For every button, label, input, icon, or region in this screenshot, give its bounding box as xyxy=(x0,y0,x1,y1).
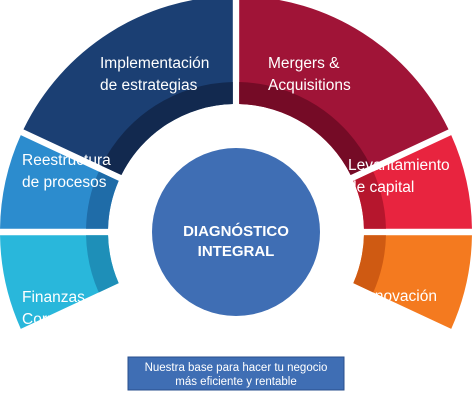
segment-innovacion xyxy=(353,235,472,329)
center-title-line2: INTEGRAL xyxy=(198,243,275,260)
segments-layer xyxy=(0,0,472,329)
segment-mergers xyxy=(239,0,449,176)
tagline-box: Nuestra base para hacer tu negocio más e… xyxy=(127,356,345,391)
segment-reestructura-label-line2: de procesos xyxy=(22,174,107,191)
segment-levantamiento xyxy=(353,135,472,229)
segment-innovacion-inner-band xyxy=(353,235,386,293)
segment-finanzas-label-line1: Finanzas xyxy=(22,289,85,306)
segment-finanzas-inner-band xyxy=(86,235,119,293)
segment-mergers-label-line2: Acquisitions xyxy=(268,77,351,94)
tagline-background xyxy=(127,356,345,391)
segment-innovacion-label-line1: Innovación xyxy=(362,288,437,305)
tagline-line1: Nuestra base para hacer tu negocio xyxy=(145,362,328,374)
segment-levantamiento-inner-band xyxy=(353,171,386,229)
segment-implementacion-outer xyxy=(23,0,233,176)
segment-finanzas-label-line2: Corporativas xyxy=(22,311,110,328)
segment-implementacion-label-line2: de estrategias xyxy=(100,77,198,94)
center-circle: DIAGNÓSTICO INTEGRAL xyxy=(152,148,320,316)
segment-reestructura xyxy=(0,135,119,229)
segment-mergers-inner-band xyxy=(239,82,371,176)
segment-implementacion-label-line1: Implementación xyxy=(100,55,209,72)
segment-implementacion xyxy=(23,0,233,176)
segment-finanzas xyxy=(0,235,119,329)
segment-levantamiento-label-line1: Levantamiento xyxy=(348,157,450,174)
segment-reestructura-label-line1: Reestructura xyxy=(22,152,111,169)
tagline-line2: más eficiente y rentable xyxy=(175,376,296,388)
center-disc xyxy=(152,148,320,316)
segment-mergers-label-line1: Mergers & xyxy=(268,55,340,72)
segment-reestructura-inner-band xyxy=(86,171,119,229)
segment-levantamiento-label-line2: de capital xyxy=(348,179,414,196)
segment-mergers-outer xyxy=(239,0,449,176)
center-title-line1: DIAGNÓSTICO xyxy=(183,222,289,240)
segment-implementacion-inner-band xyxy=(101,82,233,176)
